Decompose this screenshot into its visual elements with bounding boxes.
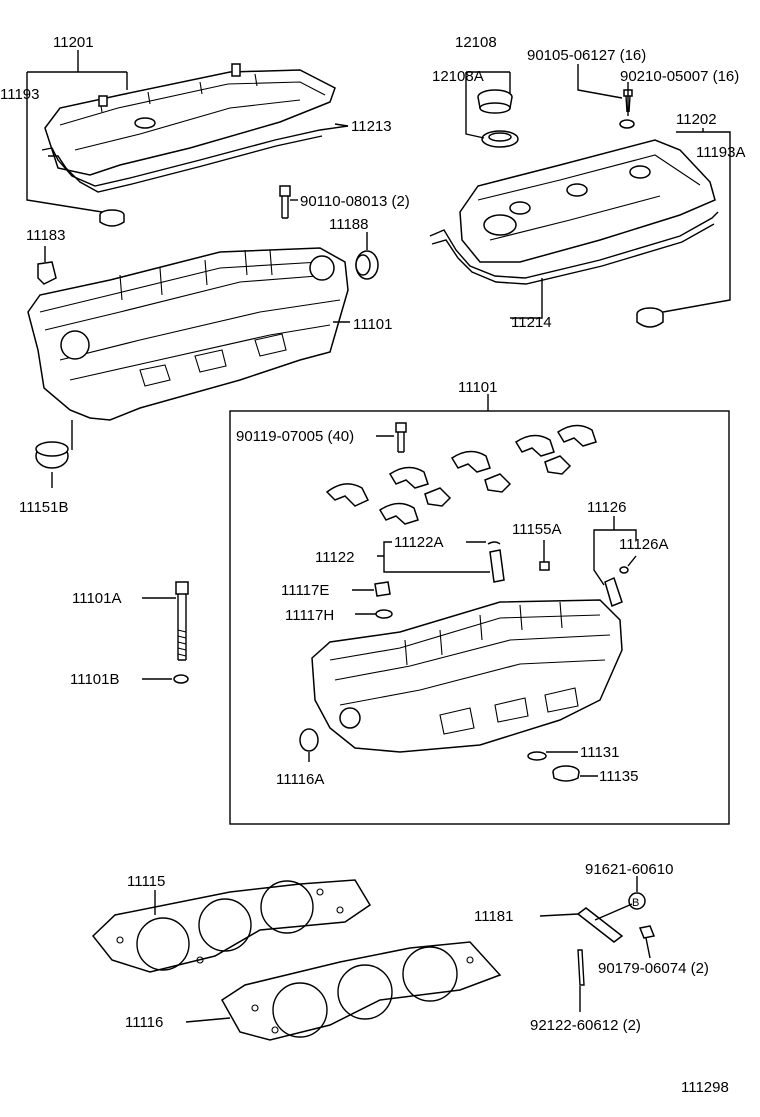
label-11126: 11126 bbox=[587, 499, 627, 516]
camshaft-bearing-caps bbox=[325, 424, 597, 525]
label-11116: 11116 bbox=[125, 1014, 163, 1031]
label-11116A: 11116A bbox=[276, 771, 324, 788]
label-11122A: 11122A bbox=[394, 534, 444, 551]
label-11122: 11122 bbox=[315, 549, 355, 566]
label-12108A: 12108A bbox=[432, 68, 484, 85]
label-11188: 11188 bbox=[329, 216, 369, 233]
pin-11131 bbox=[527, 751, 547, 761]
label-11101-box: 11101 bbox=[458, 379, 498, 396]
label-91621: 91621-60610 bbox=[585, 861, 673, 878]
label-11202: 11202 bbox=[676, 111, 717, 128]
label-11201: 11201 bbox=[53, 34, 94, 51]
cylinder-head-cover-gasket-left bbox=[41, 125, 349, 193]
label-11131: 11131 bbox=[580, 744, 620, 761]
cylinder-head-assembly-top bbox=[27, 247, 349, 421]
gasket-11117H bbox=[375, 609, 393, 619]
plug-11155A bbox=[539, 561, 550, 571]
label-11155A: 11155A bbox=[512, 521, 562, 538]
label-11181: 11181 bbox=[474, 908, 514, 925]
washer-11101B bbox=[173, 674, 189, 684]
valve-guide-11122 bbox=[489, 549, 505, 583]
nut-90179 bbox=[638, 925, 656, 939]
oil-filler-cap-gasket bbox=[481, 130, 519, 148]
part-labels: 11201 11193 11213 12108 12108A 90105-061… bbox=[0, 34, 746, 1096]
head-gasket-11115 bbox=[91, 879, 372, 973]
oil-filler-cap bbox=[477, 89, 513, 114]
label-11193A: 11193A bbox=[696, 144, 746, 161]
label-11117E: 11117E bbox=[281, 582, 329, 599]
oil-seal-11188 bbox=[355, 250, 379, 280]
plug-11135 bbox=[552, 765, 580, 782]
label-11214: 11214 bbox=[511, 314, 552, 331]
head-bolt-11101A bbox=[175, 581, 189, 661]
cylinder-head-assembly-boxed bbox=[311, 599, 623, 753]
label-90105: 90105-06127 (16) bbox=[527, 47, 646, 64]
label-diagram-number: 111298 bbox=[681, 1079, 729, 1096]
stud-92122 bbox=[577, 949, 585, 986]
label-90110: 90110-08013 (2) bbox=[300, 193, 410, 210]
label-11135: 11135 bbox=[599, 768, 639, 785]
label-90210: 90210-05007 (16) bbox=[620, 68, 739, 85]
washer-b bbox=[628, 892, 646, 910]
label-11101A: 11101A bbox=[72, 590, 122, 607]
label-92122: 92122-60612 (2) bbox=[530, 1017, 641, 1034]
plug-11193A bbox=[636, 307, 664, 328]
plate-11181 bbox=[576, 907, 624, 943]
seal-washer-90210 bbox=[619, 119, 635, 129]
cylinder-head-cover-right bbox=[459, 139, 716, 263]
cylinder-head-cover-gasket-right bbox=[429, 211, 719, 285]
label-11101-top: 11101 bbox=[353, 316, 393, 333]
label-11115: 11115 bbox=[127, 873, 165, 890]
oil-seal-11116A bbox=[299, 728, 319, 752]
cap-11183 bbox=[37, 261, 57, 285]
label-12108: 12108 bbox=[455, 34, 497, 51]
label-11117H: 11117H bbox=[285, 607, 334, 624]
label-11193: 11193 bbox=[0, 86, 40, 103]
label-11126A: 11126A bbox=[619, 536, 669, 553]
label-11151B: 11151B bbox=[19, 499, 69, 516]
snap-ring-11122A bbox=[487, 541, 501, 545]
bolt-90119 bbox=[395, 422, 407, 453]
label-90119: 90119-07005 (40) bbox=[236, 428, 354, 445]
label-11213: 11213 bbox=[351, 118, 392, 135]
leader-lines bbox=[26, 50, 731, 1023]
stud-bolt-90110 bbox=[279, 185, 291, 219]
valve-guide-11126 bbox=[604, 576, 623, 608]
subassembly-frame bbox=[229, 410, 730, 825]
head-gasket-11116 bbox=[221, 941, 502, 1041]
label-90179: 90179-06074 (2) bbox=[598, 960, 709, 977]
plug-11117E bbox=[374, 581, 391, 597]
plug-11193 bbox=[99, 209, 125, 227]
snap-ring-11126A bbox=[619, 566, 629, 574]
label-b: B bbox=[632, 897, 639, 909]
label-11183: 11183 bbox=[26, 227, 66, 244]
bolt-90105 bbox=[623, 89, 633, 113]
label-11101B: 11101B bbox=[70, 671, 120, 688]
cylinder-head-cover-left bbox=[44, 63, 336, 176]
oil-seal-11151B bbox=[35, 441, 69, 469]
